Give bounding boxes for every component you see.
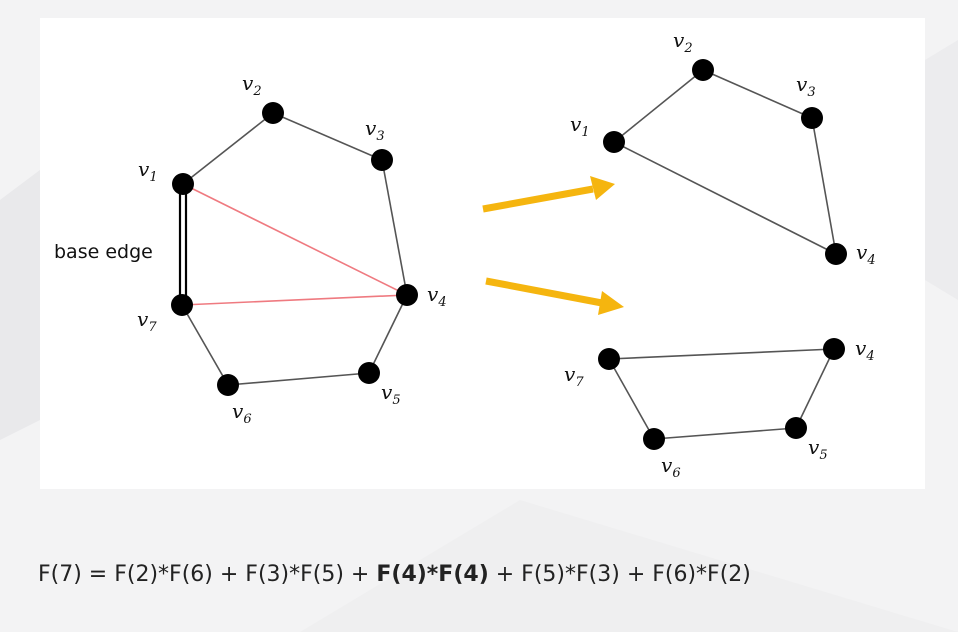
label-v4: v4 <box>856 240 876 268</box>
label-v5: v5 <box>381 380 401 408</box>
label-v6: v6 <box>661 453 681 481</box>
label-v6: v6 <box>232 399 252 427</box>
label-v4: v4 <box>427 282 447 310</box>
formula-part-1: F(7) = F(2)*F(6) + F(3)*F(5) + <box>38 562 377 587</box>
label-v2: v2 <box>242 71 262 99</box>
node-v4 <box>825 243 847 265</box>
node-v1 <box>603 131 625 153</box>
node-v3 <box>801 107 823 129</box>
top-right-quadrilateral: v1 v2 v3 v4 <box>570 28 876 268</box>
edge-v5-v6 <box>653 427 797 440</box>
edge-v1-v2 <box>613 69 704 143</box>
edge-v7-v4 <box>608 348 835 360</box>
label-v7: v7 <box>137 307 157 335</box>
node-v2 <box>692 59 714 81</box>
arrow-upper <box>482 176 615 213</box>
label-v1: v1 <box>138 157 158 185</box>
label-v5: v5 <box>808 435 828 463</box>
left-heptagon: v1 v2 v3 v4 v5 v6 v7 base edge <box>54 71 447 427</box>
node-v1 <box>172 173 194 195</box>
edge-v2-v3 <box>272 112 383 161</box>
edge-v5-v6 <box>227 372 370 386</box>
node-v5 <box>358 362 380 384</box>
label-v1: v1 <box>570 112 590 140</box>
label-v3: v3 <box>365 116 385 144</box>
edge-v4-v1 <box>613 141 837 255</box>
formula-bold-term: F(4)*F(4) <box>376 562 489 587</box>
diagram-panel: v1 v2 v3 v4 v5 v6 v7 base edge <box>40 18 925 489</box>
formula-part-2: + F(5)*F(3) + F(6)*F(2) <box>488 562 751 587</box>
label-v4: v4 <box>855 336 875 364</box>
edge-v3-v4 <box>811 117 837 255</box>
edge-v6-v7 <box>608 358 655 440</box>
edge-v2-v3 <box>702 69 813 119</box>
node-v4 <box>396 284 418 306</box>
label-v3: v3 <box>796 72 816 100</box>
node-v7 <box>171 294 193 316</box>
diagonal-v1-v4 <box>182 183 408 296</box>
node-v5 <box>785 417 807 439</box>
node-v6 <box>217 374 239 396</box>
edge-v4-v5 <box>795 348 835 429</box>
node-v3 <box>371 149 393 171</box>
label-v2: v2 <box>673 28 693 56</box>
polygon-decomposition-diagram: v1 v2 v3 v4 v5 v6 v7 base edge <box>54 28 876 481</box>
bottom-right-quadrilateral: v4 v5 v6 v7 <box>564 336 875 481</box>
node-v6 <box>643 428 665 450</box>
node-v4 <box>823 338 845 360</box>
edge-v1-v2 <box>182 112 274 185</box>
base-edge-label: base edge <box>54 241 153 263</box>
arrow-lower <box>485 277 624 315</box>
label-v7: v7 <box>564 362 584 390</box>
edge-v6-v7 <box>181 304 229 386</box>
edge-v4-v5 <box>368 294 408 374</box>
recurrence-formula: F(7) = F(2)*F(6) + F(3)*F(5) + F(4)*F(4)… <box>38 562 751 587</box>
node-v2 <box>262 102 284 124</box>
diagonal-v7-v4 <box>181 294 408 306</box>
base-edge <box>178 188 188 301</box>
edge-v3-v4 <box>381 159 408 296</box>
node-v7 <box>598 348 620 370</box>
